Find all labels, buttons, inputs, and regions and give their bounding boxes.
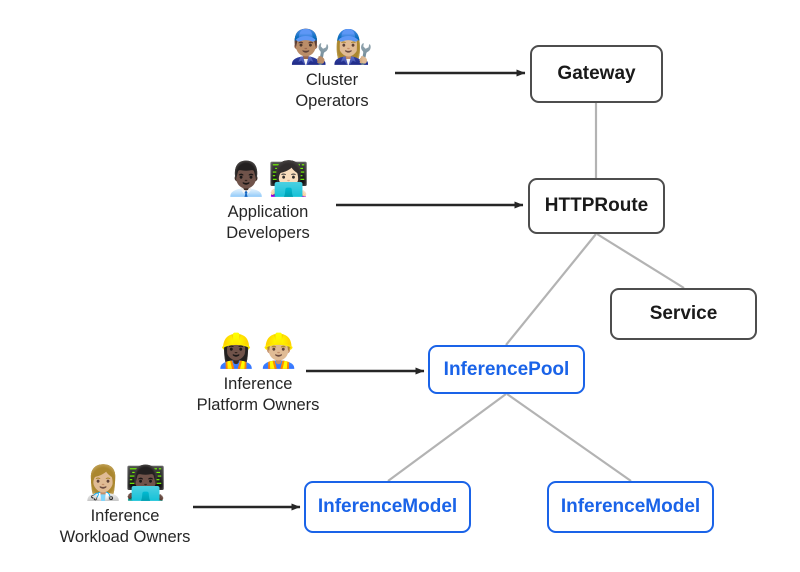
actor-application-developers: 👨🏿‍💼👩🏻‍💻 Application Developers [163, 162, 373, 244]
inference-platform-owners-label: Inference Platform Owners [196, 375, 320, 415]
node-inferencepool[interactable]: InferencePool [428, 345, 585, 394]
node-httproute-label: HTTPRoute [544, 195, 649, 217]
cluster-operators-label: Cluster Operators [295, 71, 369, 111]
node-gateway-label: Gateway [557, 63, 636, 85]
node-httproute[interactable]: HTTPRoute [528, 178, 665, 234]
edge-httproute-service [596, 233, 685, 289]
node-inferencepool-label: InferencePool [443, 358, 570, 380]
actor-cluster-operators: 👨🏽‍🔧👩🏼‍🔧 Cluster Operators [227, 30, 437, 112]
actor-inference-workload-owners: 👩🏼‍⚕️👨🏿‍💻 Inference Workload Owners [20, 466, 230, 548]
inference-workload-owners-emoji: 👩🏼‍⚕️👨🏿‍💻 [82, 463, 168, 502]
application-developers-emoji: 👨🏿‍💼👩🏻‍💻 [225, 159, 311, 198]
actor-inference-platform-owners: 👷🏿‍♀️👷🏼‍♂️ Inference Platform Owners [153, 334, 363, 416]
node-inferencemodel-left[interactable]: InferenceModel [304, 481, 471, 533]
edge-httproute-inferencepool [505, 233, 597, 346]
edge-inferencepool-model-left [387, 393, 507, 482]
node-service[interactable]: Service [610, 288, 757, 340]
node-service-label: Service [649, 303, 718, 325]
node-inferencemodel-right-label: InferenceModel [560, 496, 701, 518]
node-gateway[interactable]: Gateway [530, 45, 663, 103]
cluster-operators-emoji: 👨🏽‍🔧👩🏼‍🔧 [289, 27, 375, 66]
node-inferencemodel-right[interactable]: InferenceModel [547, 481, 714, 533]
persona-arrows [193, 69, 526, 511]
edge-inferencepool-model-right [506, 393, 632, 482]
application-developers-label: Application Developers [226, 203, 310, 243]
inference-platform-owners-emoji: 👷🏿‍♀️👷🏼‍♂️ [215, 331, 301, 370]
node-inferencemodel-left-label: InferenceModel [317, 496, 458, 518]
inference-workload-owners-label: Inference Workload Owners [59, 507, 191, 547]
